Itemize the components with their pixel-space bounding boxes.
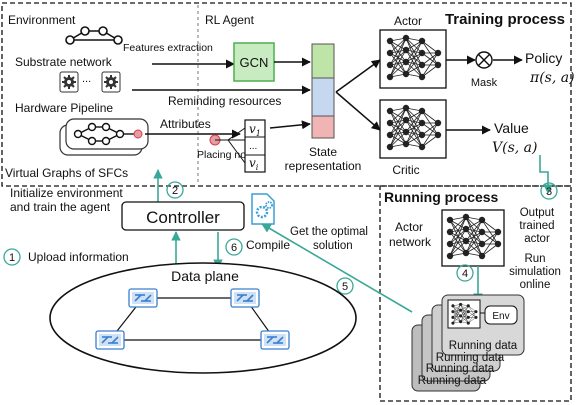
- compile-label: Compile: [246, 238, 290, 252]
- state-label-2: representation: [285, 159, 362, 173]
- step-3-circle: [540, 182, 558, 200]
- running-process-title: Running process: [384, 189, 499, 205]
- optimal-solution-arrow: [261, 223, 413, 313]
- virtual-graphs-label: Virtual Graphs of SFCs: [5, 166, 128, 180]
- running-data-1: Running data: [449, 340, 518, 352]
- rl-agent-label: RL Agent: [205, 13, 255, 27]
- state-label-1: State: [309, 145, 337, 159]
- switch-2: [230, 288, 260, 308]
- step-5-label: 5: [342, 281, 348, 293]
- vi-label: vi: [249, 156, 259, 172]
- actor-label: Actor: [394, 14, 422, 28]
- training-process-box: Training process: [1, 2, 572, 187]
- substrate-network-icon: [65, 26, 123, 45]
- controller-box: [121, 201, 245, 231]
- controller-label: Controller: [146, 208, 220, 227]
- data-plane-label: Data plane: [171, 268, 239, 284]
- vector-dots: ...: [249, 141, 257, 152]
- critic-label: Critic: [392, 163, 419, 177]
- mask-label: Mask: [471, 77, 498, 89]
- actor-network: [379, 29, 447, 89]
- switch-4: [260, 330, 290, 350]
- running-data-stack: [411, 294, 525, 392]
- virtual-graphs-icon: [59, 118, 149, 156]
- run-sim-3: online: [520, 279, 551, 291]
- actor-network-label-2: network: [389, 235, 432, 249]
- step-1-circle: [3, 248, 21, 266]
- step-4-circle: [456, 264, 474, 282]
- step-4-label: 4: [462, 268, 468, 280]
- step-6-circle: [225, 238, 243, 256]
- run-sim-1: Run: [524, 253, 545, 265]
- hardware-pipeline-ellipsis: ...: [82, 73, 91, 85]
- compile-icon: [251, 193, 275, 225]
- upload-label: Upload information: [28, 250, 129, 264]
- step-6-label: 6: [231, 242, 237, 254]
- env-label: Env: [492, 311, 509, 322]
- get-optimal-2: solution: [313, 240, 353, 252]
- v1-label: v1: [249, 122, 261, 138]
- node-vector: [227, 119, 266, 173]
- switch-3: [95, 330, 125, 350]
- training-process-title: Training process: [445, 11, 565, 28]
- state-representation: [311, 43, 335, 139]
- environment-label: Environment: [8, 13, 76, 27]
- state-to-actor-arrow: [335, 59, 381, 93]
- placing-node-label: Placing node: [197, 149, 258, 161]
- attributes-label: Attributes: [160, 117, 211, 131]
- step-2-circle: [166, 181, 184, 199]
- init-text-1: Initialize environment: [10, 186, 123, 200]
- state-to-critic-arrow: [335, 91, 381, 131]
- value-label: Value: [494, 120, 529, 136]
- substrate-network-label: Substrate network: [15, 55, 113, 69]
- running-actor-network: [441, 209, 505, 267]
- features-extraction-label: Features extraction: [123, 42, 213, 54]
- hardware-pipeline-label: Hardware Pipeline: [15, 101, 113, 115]
- output-trained-1: Output: [520, 207, 555, 219]
- step-1-label: 1: [9, 252, 15, 264]
- running-data-2: Running data: [436, 352, 505, 364]
- gcn-label: GCN: [240, 55, 269, 70]
- vector-to-state-arrow: [269, 120, 311, 130]
- actor-network-label-1: Actor: [395, 220, 423, 234]
- running-data-4: Running data: [418, 375, 487, 387]
- output-trained-3: actor: [524, 233, 550, 245]
- value-formula: V(s, a): [492, 140, 537, 156]
- gcn-box: [233, 42, 275, 82]
- step-3-label: 3: [546, 186, 552, 198]
- reminding-resources-label: Reminding resources: [168, 94, 281, 108]
- run-sim-2: simulation: [509, 266, 561, 278]
- output-trained-2: trained: [519, 220, 554, 232]
- critic-network: [379, 99, 447, 159]
- init-text-2: and train the agent: [10, 200, 111, 214]
- step-2-label: 2: [172, 185, 178, 197]
- step-5-circle: [336, 277, 354, 295]
- mask-icon: [475, 51, 493, 69]
- switch-1: [128, 288, 158, 308]
- policy-label: Policy: [525, 50, 562, 66]
- get-optimal-1: Get the optimal: [290, 226, 368, 238]
- policy-formula: π(s, a): [529, 70, 575, 86]
- running-data-3: Running data: [426, 363, 495, 375]
